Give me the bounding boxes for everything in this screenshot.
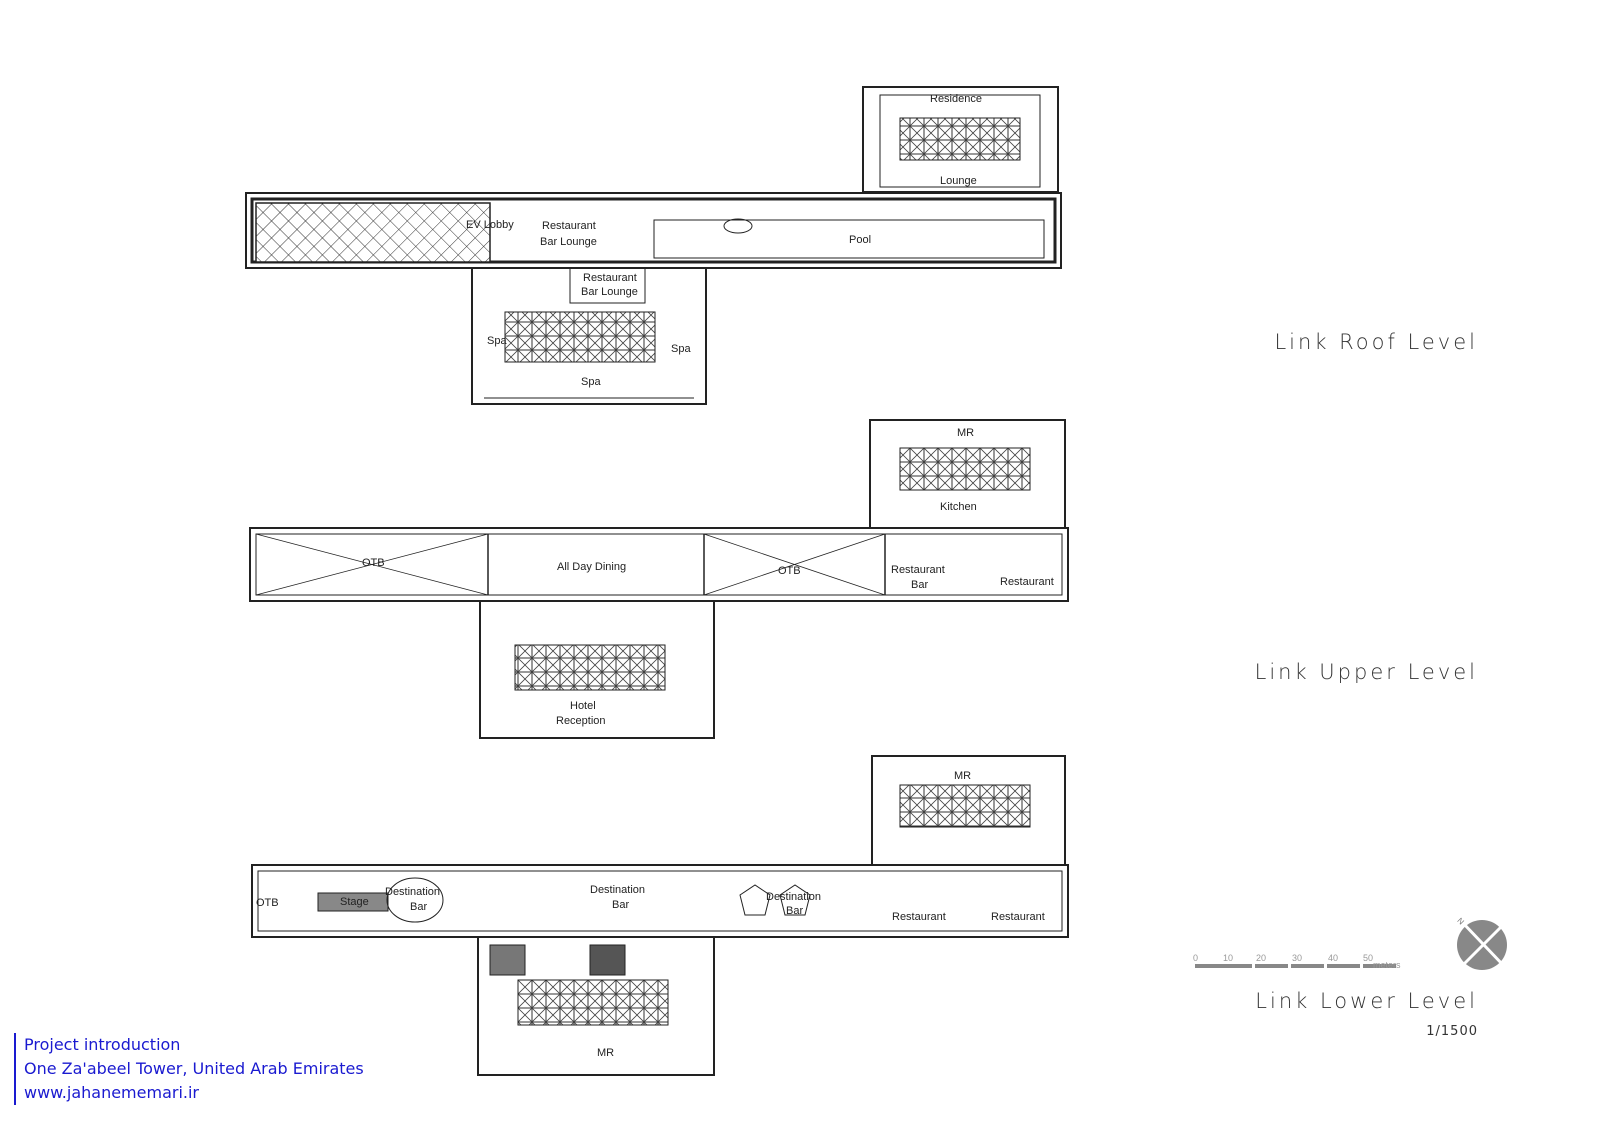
upper-room-labels: MR Kitchen OTB All Day Dining OTB Restau… [362,427,1054,727]
credit-line: Project introduction [24,1035,181,1054]
scale-bar: 0 10 20 30 40 50 meters [1193,953,1401,970]
room-label: Bar [911,579,928,591]
scale-tick-label: 40 [1328,953,1338,963]
room-label: EV Lobby [466,219,514,231]
scale-tick-label: 50 [1363,953,1373,963]
room-label: Kitchen [940,501,977,513]
room-label: Spa [581,376,601,388]
room-label: Bar Lounge [540,236,597,248]
room-label: MR [957,427,974,439]
room-label: Hotel [570,700,596,712]
scale-tick-label: 0 [1193,953,1198,963]
plan-link-roof-level [245,86,1062,405]
room-label: OTB [778,565,801,577]
room-label: OTB [362,557,385,569]
room-label: Bar Lounge [581,286,638,298]
room-label: Residence [930,93,982,105]
room-label: OTB [256,897,279,909]
roof-room-labels: Residence Lounge EV Lobby Restaurant Bar… [466,93,982,388]
north-label: N [1455,916,1466,927]
scale-tick-label: 10 [1223,953,1233,963]
plan-link-lower-level [251,755,1069,1076]
credits: Project introduction One Za'abeel Tower,… [14,1033,364,1105]
room-label: Stage [340,896,369,908]
room-label: Bar [786,905,803,917]
room-label: Pool [849,234,871,246]
room-label: Destination [385,886,440,898]
room-label: Reception [556,715,606,727]
room-label: Restaurant [1000,576,1054,588]
scale-ratio: 1/1500 [1426,1024,1478,1039]
plan-link-upper-level [249,419,1069,739]
title-link-upper-level: Link Upper Level [1254,660,1478,684]
credit-link[interactable]: www.jahanememari.ir [24,1083,200,1102]
room-label: Destination [766,891,821,903]
room-label: Spa [487,335,507,347]
room-label: MR [954,770,971,782]
room-label: Restaurant [583,272,637,284]
room-label: Restaurant [542,220,596,232]
room-label: All Day Dining [557,561,626,573]
room-label: Restaurant [892,911,946,923]
room-label: Spa [671,343,691,355]
scale-tick-label: 30 [1292,953,1302,963]
room-label: Restaurant [891,564,945,576]
room-label: Bar [410,901,427,913]
room-label: Lounge [940,175,977,187]
title-link-lower-level: Link Lower Level [1255,989,1478,1013]
north-arrow-icon: N [1455,916,1507,970]
scale-unit: meters [1373,960,1401,970]
scale-tick-label: 20 [1256,953,1266,963]
room-label: Bar [612,899,629,911]
room-label: Restaurant [991,911,1045,923]
title-link-roof-level: Link Roof Level [1274,330,1478,354]
credit-line: One Za'abeel Tower, United Arab Emirates [24,1059,364,1078]
room-label: MR [597,1047,614,1059]
lower-room-labels: MR OTB Stage Destination Bar Destination… [256,770,1045,1059]
room-label: Destination [590,884,645,896]
